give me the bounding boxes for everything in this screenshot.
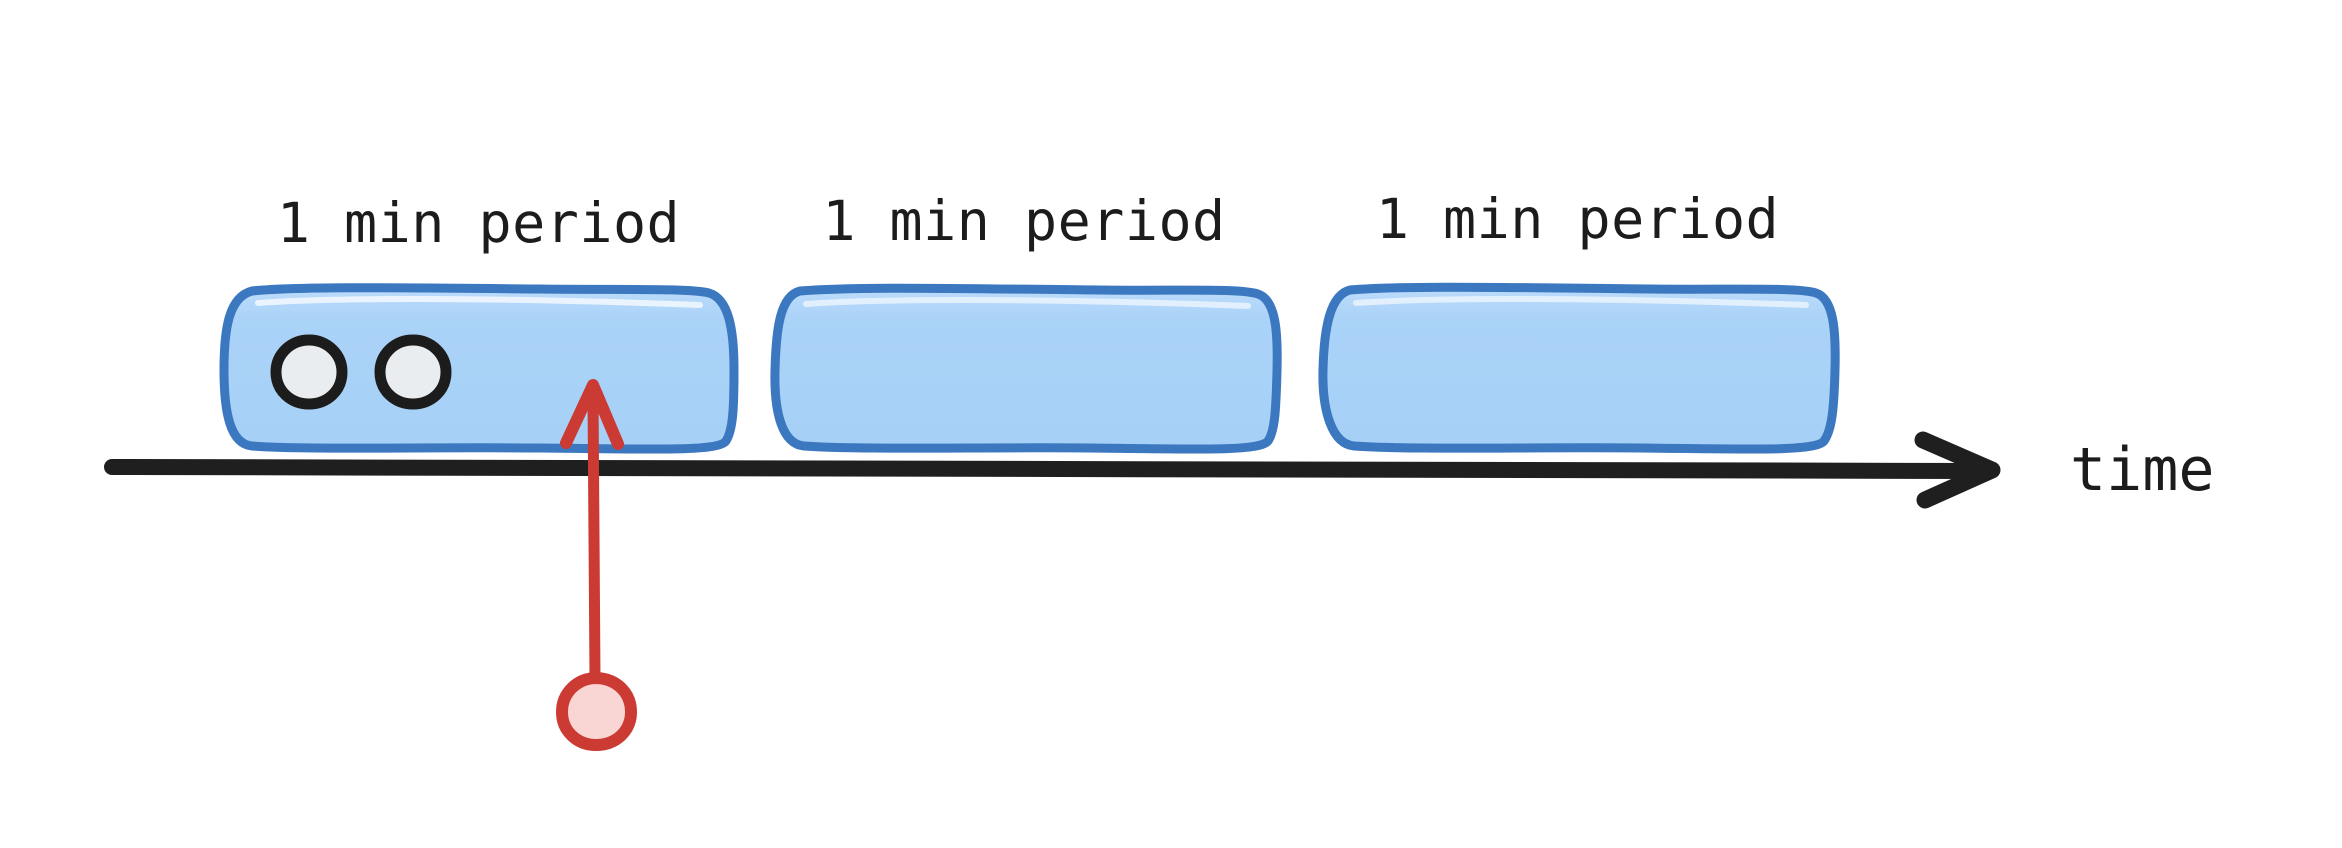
period-bucket-2[interactable] [770, 283, 1282, 454]
datapoint-2[interactable] [374, 334, 452, 410]
datapoint-1[interactable] [270, 334, 348, 410]
time-axis-line [104, 459, 1993, 479]
marker-arrow-shaft [587, 390, 601, 684]
time-axis [104, 431, 2001, 509]
period-bucket-1-gloss [255, 296, 703, 308]
datapoint-1-shape [270, 334, 348, 410]
marker-arrowhead-icon [560, 379, 624, 450]
period-bucket-3-shape [1318, 282, 1840, 454]
marker-circle [556, 672, 637, 751]
time-axis-label: time [2070, 435, 2215, 505]
period-label-2: 1 min period [822, 189, 1226, 253]
current-time-marker[interactable] [556, 379, 637, 751]
period-bucket-2-gloss [803, 297, 1251, 309]
period-bucket-2-shape [770, 283, 1282, 454]
period-bucket-3-gloss [1353, 296, 1809, 308]
datapoint-2-shape [374, 334, 452, 410]
period-label-1: 1 min period [276, 191, 681, 255]
period-bucket-3[interactable] [1318, 282, 1840, 454]
time-axis-arrowhead-icon [1914, 431, 2001, 509]
period-label-3: 1 min period [1375, 187, 1780, 251]
